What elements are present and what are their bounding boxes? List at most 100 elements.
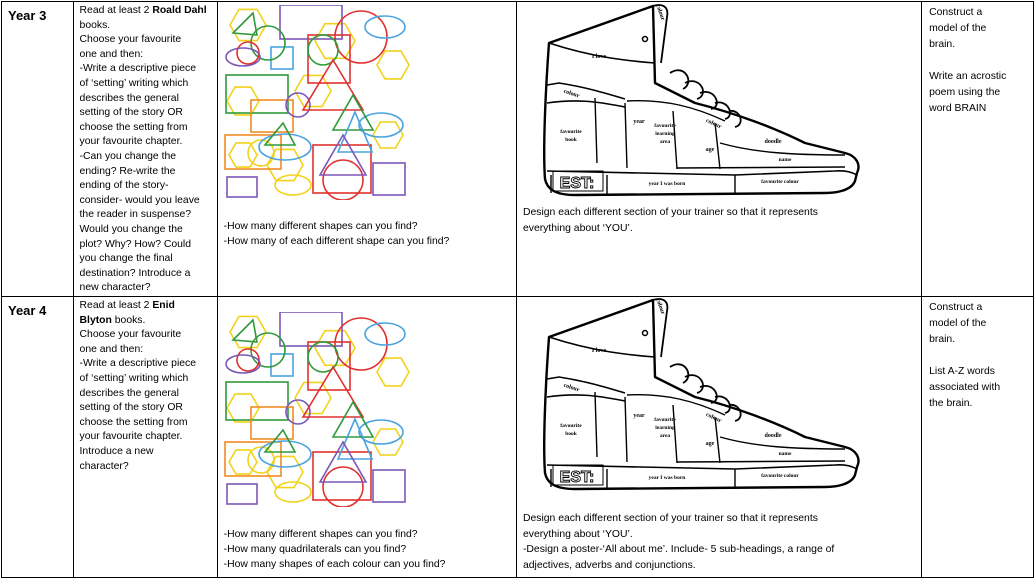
circle-shape xyxy=(284,92,311,118)
year-cell: Year 4 xyxy=(1,296,74,578)
label-i-love: I love xyxy=(592,348,607,354)
author-name: Enid xyxy=(152,300,175,311)
circle-shape xyxy=(235,41,260,65)
eyelet-icon xyxy=(641,35,649,43)
triangle-shape xyxy=(301,365,365,418)
collar-line xyxy=(548,336,656,358)
circle-shape xyxy=(306,341,339,373)
hexagon-shape xyxy=(371,428,404,456)
label-year-born: year I was born xyxy=(649,475,686,481)
trainer-outline xyxy=(542,4,860,197)
brain-line: poem using the xyxy=(929,87,1001,98)
rectangle-shape xyxy=(223,134,282,170)
circle-shape xyxy=(306,34,339,66)
question-line: -How many different shapes can you find? xyxy=(223,221,418,232)
label-year: year xyxy=(633,119,645,125)
ellipse-shape xyxy=(257,133,312,161)
question-line: -How many shapes of each colour can you … xyxy=(223,559,446,570)
reading-cell: Read at least 2 Enid Blyton books. Choos… xyxy=(72,296,218,578)
brain-line xyxy=(929,348,1029,364)
reading-line: describes the general xyxy=(79,387,179,399)
triangle-shape xyxy=(318,440,368,483)
label-name: name xyxy=(779,451,792,457)
rectangle-shape xyxy=(371,469,406,503)
reading-line: Introduce a new xyxy=(79,445,154,457)
brain-line: model of the xyxy=(929,23,987,34)
eyelet-icon xyxy=(641,329,649,337)
panel-line xyxy=(594,97,598,164)
year-label: Year 3 xyxy=(8,8,47,23)
panel-line xyxy=(719,436,845,450)
brain-line: Construct a xyxy=(929,302,983,313)
label-favourite-book: book xyxy=(565,137,578,143)
hexagon-shape xyxy=(371,121,404,149)
rectangle-shape xyxy=(306,341,351,391)
year-cell: Year 3 xyxy=(1,1,74,297)
hexagon-shape xyxy=(227,449,258,475)
triangle-shape xyxy=(262,428,297,453)
label-colour: colour xyxy=(705,412,723,424)
label-colour: colour xyxy=(563,89,581,100)
panel-line xyxy=(719,142,845,156)
instruction-line: -Design a poster-‘All about me’. Include… xyxy=(522,544,835,555)
reading-line: choose the setting from xyxy=(79,121,188,133)
triangle-shape xyxy=(301,58,365,111)
circle-shape xyxy=(333,10,388,64)
reading-line: one and then: xyxy=(79,343,144,355)
label-favourite-book: book xyxy=(565,431,578,437)
ellipse-shape xyxy=(257,440,312,468)
reading-line: your favourite chapter. xyxy=(79,136,183,148)
year-label: Year 4 xyxy=(8,303,47,318)
triangle-shape xyxy=(336,416,373,460)
brain-line xyxy=(929,53,1029,69)
reading-line: character? xyxy=(79,460,129,472)
triangle-shape xyxy=(262,121,297,146)
label-colour: colour xyxy=(563,383,581,394)
circle-shape xyxy=(284,399,311,425)
circle-shape xyxy=(246,446,275,474)
trainer-outline xyxy=(542,298,860,491)
brain-line: word BRAIN xyxy=(929,103,987,114)
label-age: age xyxy=(706,147,715,153)
panel-line xyxy=(546,394,626,402)
ellipse-shape xyxy=(363,322,406,346)
reading-line: plot? Why? How? Could xyxy=(79,238,192,250)
circle-shape xyxy=(321,466,364,507)
sole-line xyxy=(546,170,858,176)
label-favourite-colour: favourite colour xyxy=(761,473,799,479)
shapes-picture xyxy=(223,5,410,200)
shapes-questions: -How many different shapes can you find?… xyxy=(224,527,446,572)
rectangle-shape xyxy=(224,381,289,421)
ellipse-shape xyxy=(357,419,404,445)
label-year-born: year I was born xyxy=(649,181,686,187)
ellipse-shape xyxy=(273,174,312,196)
instruction-line: Design each different section of your tr… xyxy=(522,513,818,524)
panel-line xyxy=(676,460,845,463)
hexagon-shape xyxy=(375,50,410,80)
initials-label: EST: xyxy=(560,175,595,192)
shapes-questions: -How many different shapes can you find?… xyxy=(224,219,450,249)
brain-line: Write an acrostic xyxy=(929,71,1007,82)
reading-line: ending? Re-write the xyxy=(79,165,176,177)
hexagon-shape xyxy=(293,74,332,108)
instruction-line: everything about ‘YOU’. xyxy=(522,222,633,234)
brain-line: brain. xyxy=(929,334,956,345)
rectangle-shape xyxy=(224,74,289,114)
circle-shape xyxy=(235,348,260,372)
triangle-shape xyxy=(230,318,258,343)
panel-line xyxy=(546,100,626,108)
initials-label: EST: xyxy=(560,469,595,486)
collar-line xyxy=(548,42,656,64)
label-colour: colour xyxy=(705,118,723,130)
panel-line xyxy=(546,376,626,394)
ellipse-shape xyxy=(273,481,312,503)
shapes-picture xyxy=(223,312,410,507)
square-shape xyxy=(269,46,294,70)
panel-line xyxy=(624,102,628,169)
